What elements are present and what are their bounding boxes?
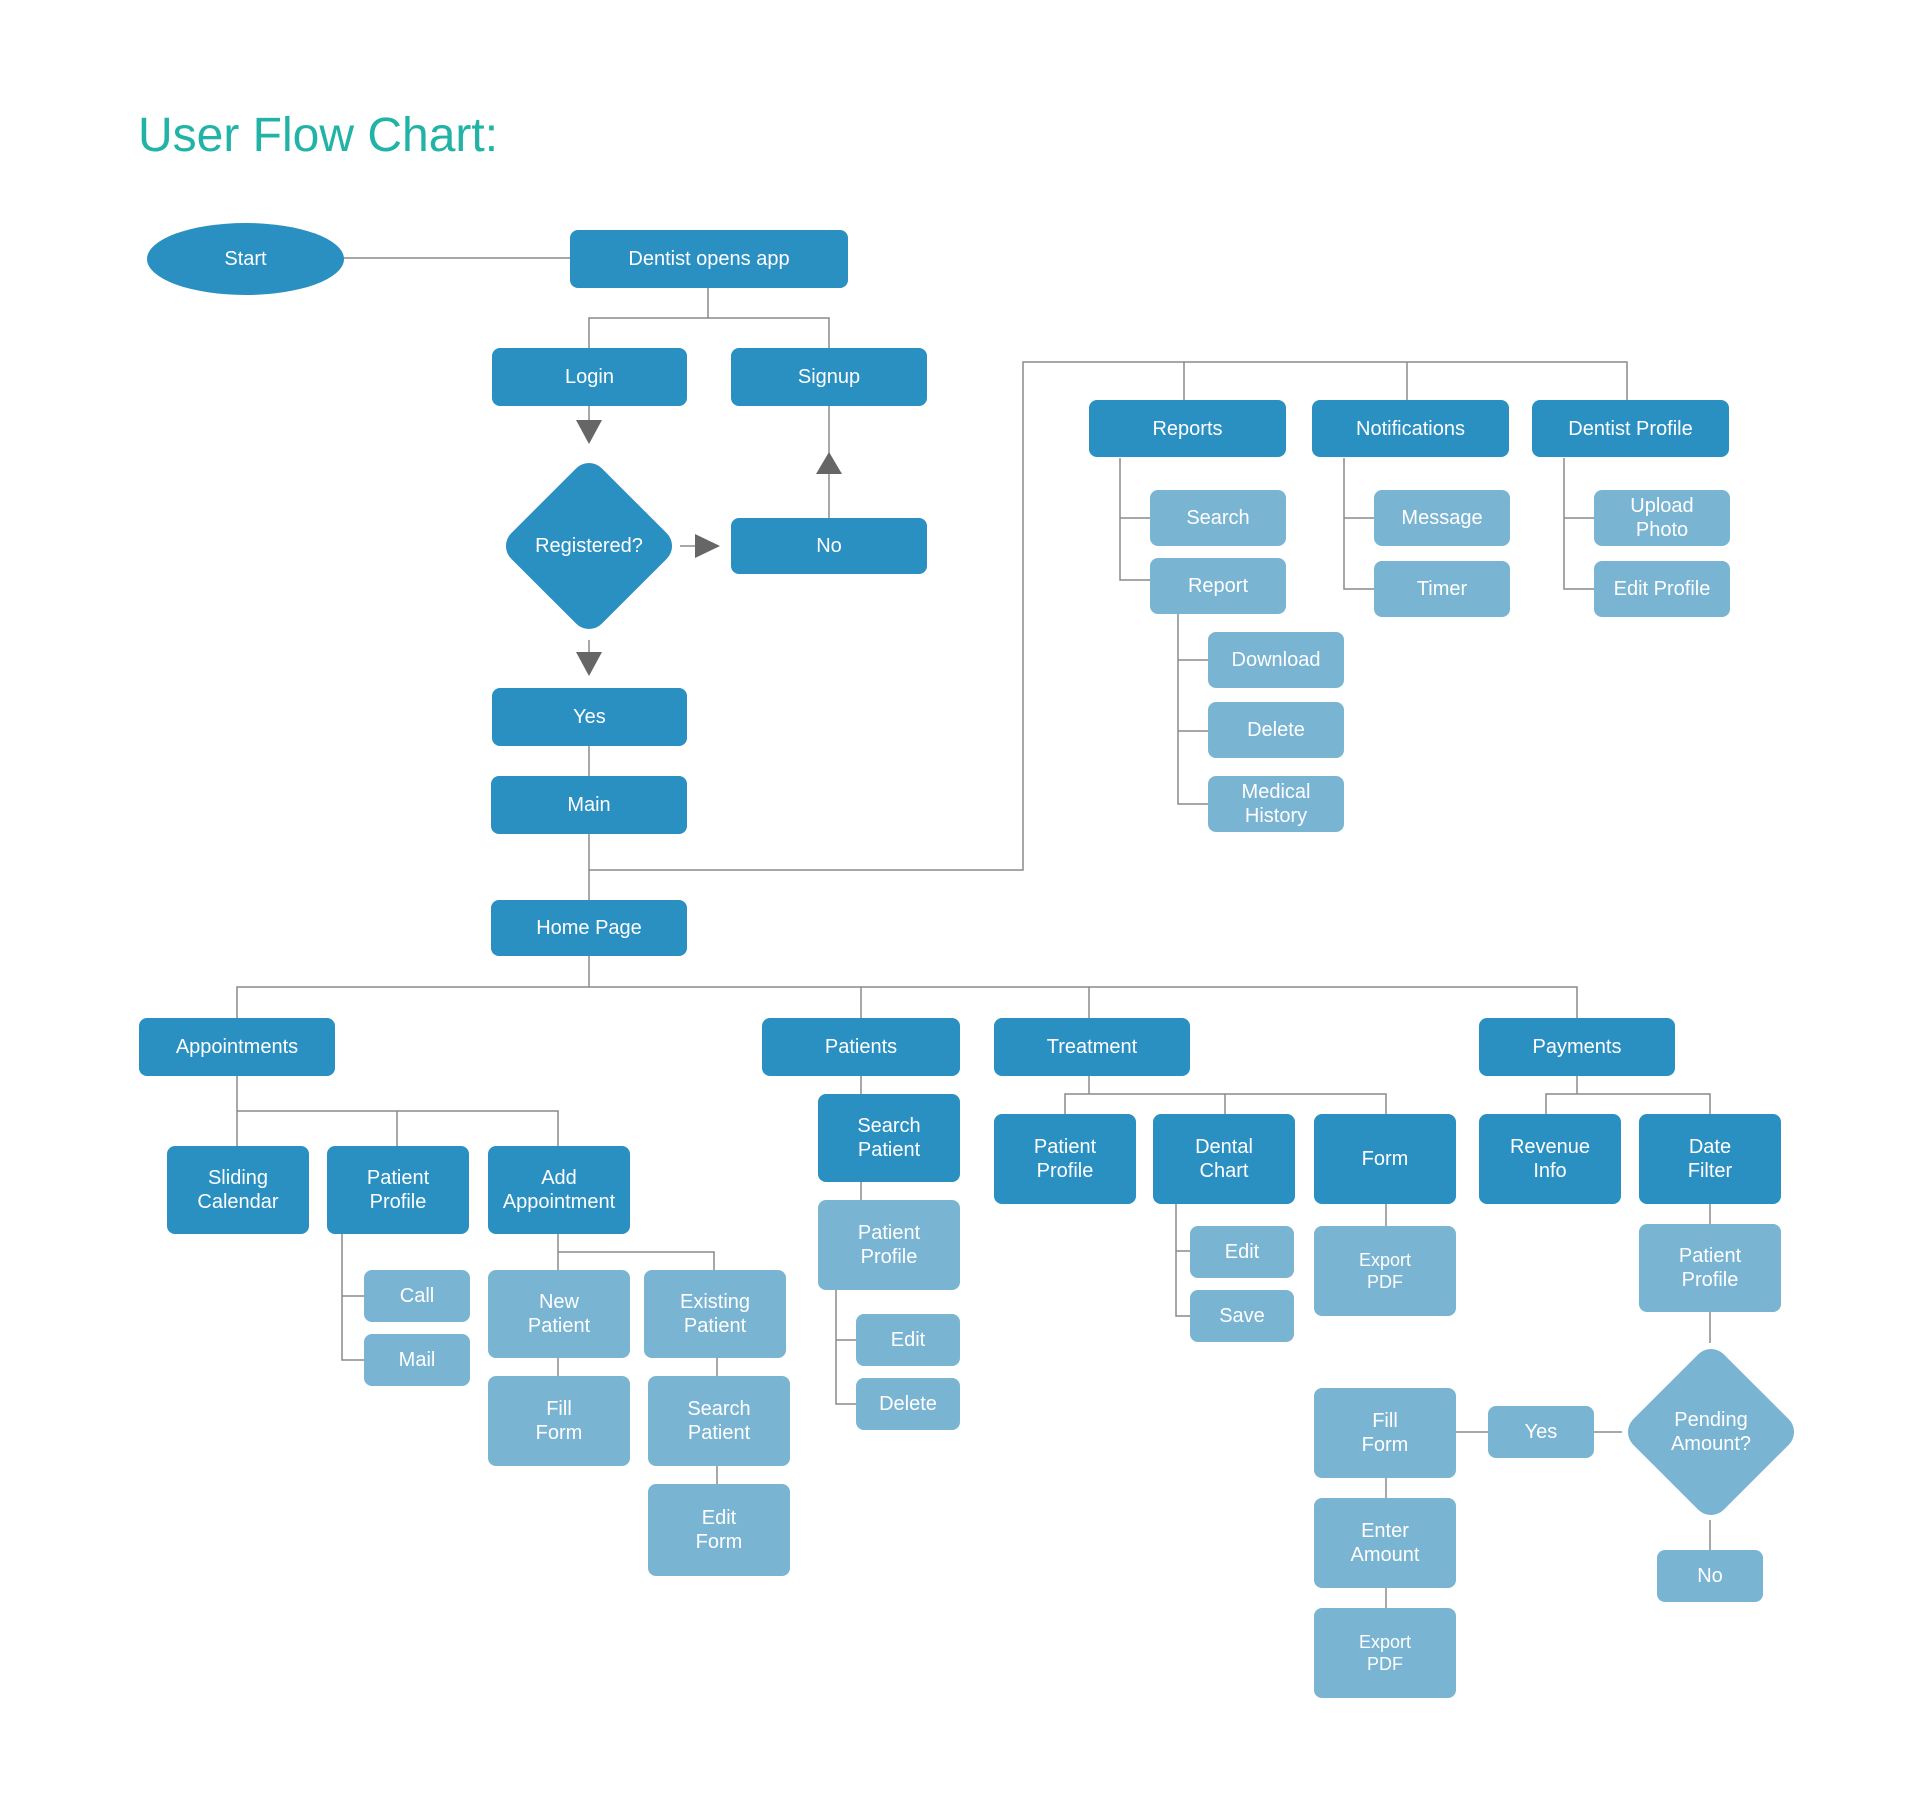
signup-node[interactable]: Signup xyxy=(731,348,927,406)
call-node[interactable]: Call xyxy=(364,1270,470,1322)
revenue-info-node[interactable]: Revenue Info xyxy=(1479,1114,1621,1204)
patients-node[interactable]: Patients xyxy=(762,1018,960,1076)
main-node[interactable]: Main xyxy=(491,776,687,834)
payments-node[interactable]: Payments xyxy=(1479,1018,1675,1076)
pending-amount-decision[interactable]: Pending Amount? xyxy=(1620,1341,1802,1523)
download-node[interactable]: Download xyxy=(1208,632,1344,688)
fill-form-pay-node[interactable]: Fill Form xyxy=(1314,1388,1456,1478)
mail-node[interactable]: Mail xyxy=(364,1334,470,1386)
sliding-calendar-node[interactable]: Sliding Calendar xyxy=(167,1146,309,1234)
existing-patient-node[interactable]: Existing Patient xyxy=(644,1270,786,1358)
notifications-node[interactable]: Notifications xyxy=(1312,400,1509,457)
upload-photo-node[interactable]: Upload Photo xyxy=(1594,490,1730,546)
patients-edit-node[interactable]: Edit xyxy=(856,1314,960,1366)
date-filter-node[interactable]: Date Filter xyxy=(1639,1114,1781,1204)
export-pdf-pay-node[interactable]: Export PDF xyxy=(1314,1608,1456,1698)
yes-node[interactable]: Yes xyxy=(492,688,687,746)
registered-label: Registered? xyxy=(535,535,643,557)
fill-form-appt-node[interactable]: Fill Form xyxy=(488,1376,630,1466)
patients-patient-profile-node[interactable]: Patient Profile xyxy=(818,1200,960,1290)
treat-patient-profile-node[interactable]: Patient Profile xyxy=(994,1114,1136,1204)
pay-yes-node[interactable]: Yes xyxy=(1488,1406,1594,1458)
appt-patient-profile-node[interactable]: Patient Profile xyxy=(327,1146,469,1234)
registered-decision[interactable]: Registered? xyxy=(497,454,681,638)
dentist-profile-node[interactable]: Dentist Profile xyxy=(1532,400,1729,457)
start-node[interactable]: Start xyxy=(147,223,344,295)
enter-amount-node[interactable]: Enter Amount xyxy=(1314,1498,1456,1588)
add-appointment-node[interactable]: Add Appointment xyxy=(488,1146,630,1234)
search-patient-node[interactable]: Search Patient xyxy=(818,1094,960,1182)
timer-node[interactable]: Timer xyxy=(1374,561,1510,617)
form-node[interactable]: Form xyxy=(1314,1114,1456,1204)
reports-report-node[interactable]: Report xyxy=(1150,558,1286,614)
login-node[interactable]: Login xyxy=(492,348,687,406)
pay-patient-profile-node[interactable]: Patient Profile xyxy=(1639,1224,1781,1312)
patients-delete-node[interactable]: Delete xyxy=(856,1378,960,1430)
reports-node[interactable]: Reports xyxy=(1089,400,1286,457)
dental-chart-node[interactable]: Dental Chart xyxy=(1153,1114,1295,1204)
reports-search-node[interactable]: Search xyxy=(1150,490,1286,546)
delete-report-node[interactable]: Delete xyxy=(1208,702,1344,758)
new-patient-node[interactable]: New Patient xyxy=(488,1270,630,1358)
appointments-node[interactable]: Appointments xyxy=(139,1018,335,1076)
dental-edit-node[interactable]: Edit xyxy=(1190,1226,1294,1278)
no-node[interactable]: No xyxy=(731,518,927,574)
treatment-node[interactable]: Treatment xyxy=(994,1018,1190,1076)
dentist-opens-app-node[interactable]: Dentist opens app xyxy=(570,230,848,288)
pay-no-node[interactable]: No xyxy=(1657,1550,1763,1602)
pending-amount-label: Pending Amount? xyxy=(1670,1409,1752,1455)
search-patient-appt-node[interactable]: Search Patient xyxy=(648,1376,790,1466)
page-title: User Flow Chart: xyxy=(138,109,499,162)
dental-save-node[interactable]: Save xyxy=(1190,1290,1294,1342)
edit-profile-node[interactable]: Edit Profile xyxy=(1594,561,1730,617)
home-page-node[interactable]: Home Page xyxy=(491,900,687,956)
medical-history-node[interactable]: Medical History xyxy=(1208,776,1344,832)
edit-form-node[interactable]: Edit Form xyxy=(648,1484,790,1576)
message-node[interactable]: Message xyxy=(1374,490,1510,546)
export-pdf-form-node[interactable]: Export PDF xyxy=(1314,1226,1456,1316)
